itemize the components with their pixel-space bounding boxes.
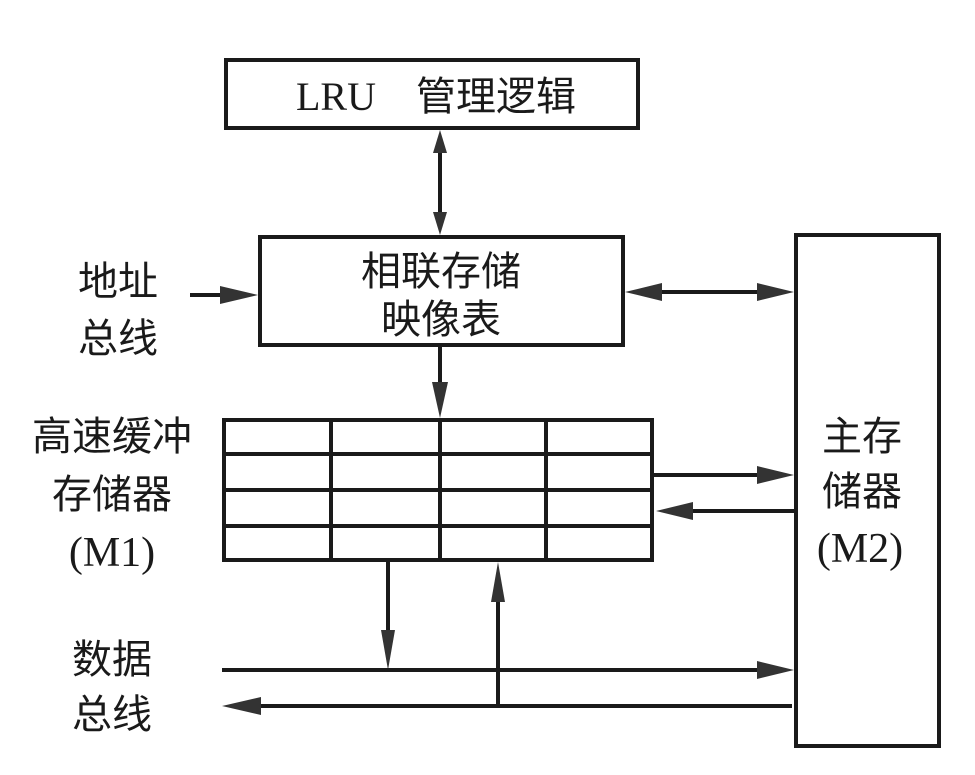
main-memory-block: 主存 储器 (M2) (794, 233, 941, 748)
address-bus-line1: 地址 (78, 259, 158, 305)
data-bus-label: 数据 总线 (72, 637, 152, 738)
arrow-head-down (433, 212, 447, 235)
cache-label-line1: 高速缓冲 (32, 414, 192, 460)
mapping-table-box (258, 235, 625, 347)
arrow-head-up (433, 130, 447, 153)
lru-cjk-label: 管理逻辑 (416, 74, 576, 120)
address-bus-arrow (190, 286, 258, 304)
cache-label: 高速缓冲 存储器 (M1) (32, 414, 192, 576)
mapping-main-memory-arrow (625, 283, 794, 301)
arrow-head-right (757, 661, 794, 679)
lru-logic-box (224, 58, 640, 130)
cache-to-main-memory-arrow (654, 466, 794, 484)
lru-mapping-arrow (433, 130, 447, 235)
address-bus-line2: 总线 (78, 316, 158, 362)
arrow-head-right (757, 466, 794, 484)
cache-memory-grid (222, 418, 654, 562)
arrow-head-right (220, 286, 258, 304)
lru-latin-label: LRU (296, 74, 376, 119)
main-memory-box (794, 233, 941, 748)
lru-logic-block: LRU 管理逻辑 (224, 58, 640, 130)
main-memory-to-data-bus-line (222, 697, 792, 715)
mapping-table-block: 相联存储 映像表 (258, 235, 625, 347)
main-memory-label-line3: (M2) (817, 526, 903, 572)
address-bus-label: 地址 总线 (78, 259, 158, 362)
cache-label-line2: 存储器 (52, 472, 172, 518)
data-bus-to-cache-arrow (491, 562, 505, 706)
data-bus-line1: 数据 (72, 637, 152, 683)
arrow-head-down (432, 382, 448, 418)
mapping-label-line2: 映像表 (381, 297, 501, 343)
arrow-head-left (222, 697, 261, 715)
cache-to-data-bus-arrow (381, 562, 395, 670)
arrow-head-down (381, 630, 395, 670)
main-memory-label-line2: 储器 (822, 469, 902, 515)
main-memory-label-line1: 主存 (822, 414, 902, 460)
mapping-label-line1: 相联存储 (361, 249, 521, 295)
arrow-head-up (491, 562, 505, 602)
mapping-cache-arrow (432, 347, 448, 418)
data-bus-to-main-memory-line (222, 661, 794, 679)
cache-label-line3: (M1) (69, 530, 155, 576)
arrow-head-right (757, 283, 794, 301)
main-memory-to-cache-arrow (656, 502, 794, 520)
arrow-head-left (656, 502, 693, 520)
data-bus-line2: 总线 (72, 692, 152, 738)
arrow-head-left (625, 283, 662, 301)
